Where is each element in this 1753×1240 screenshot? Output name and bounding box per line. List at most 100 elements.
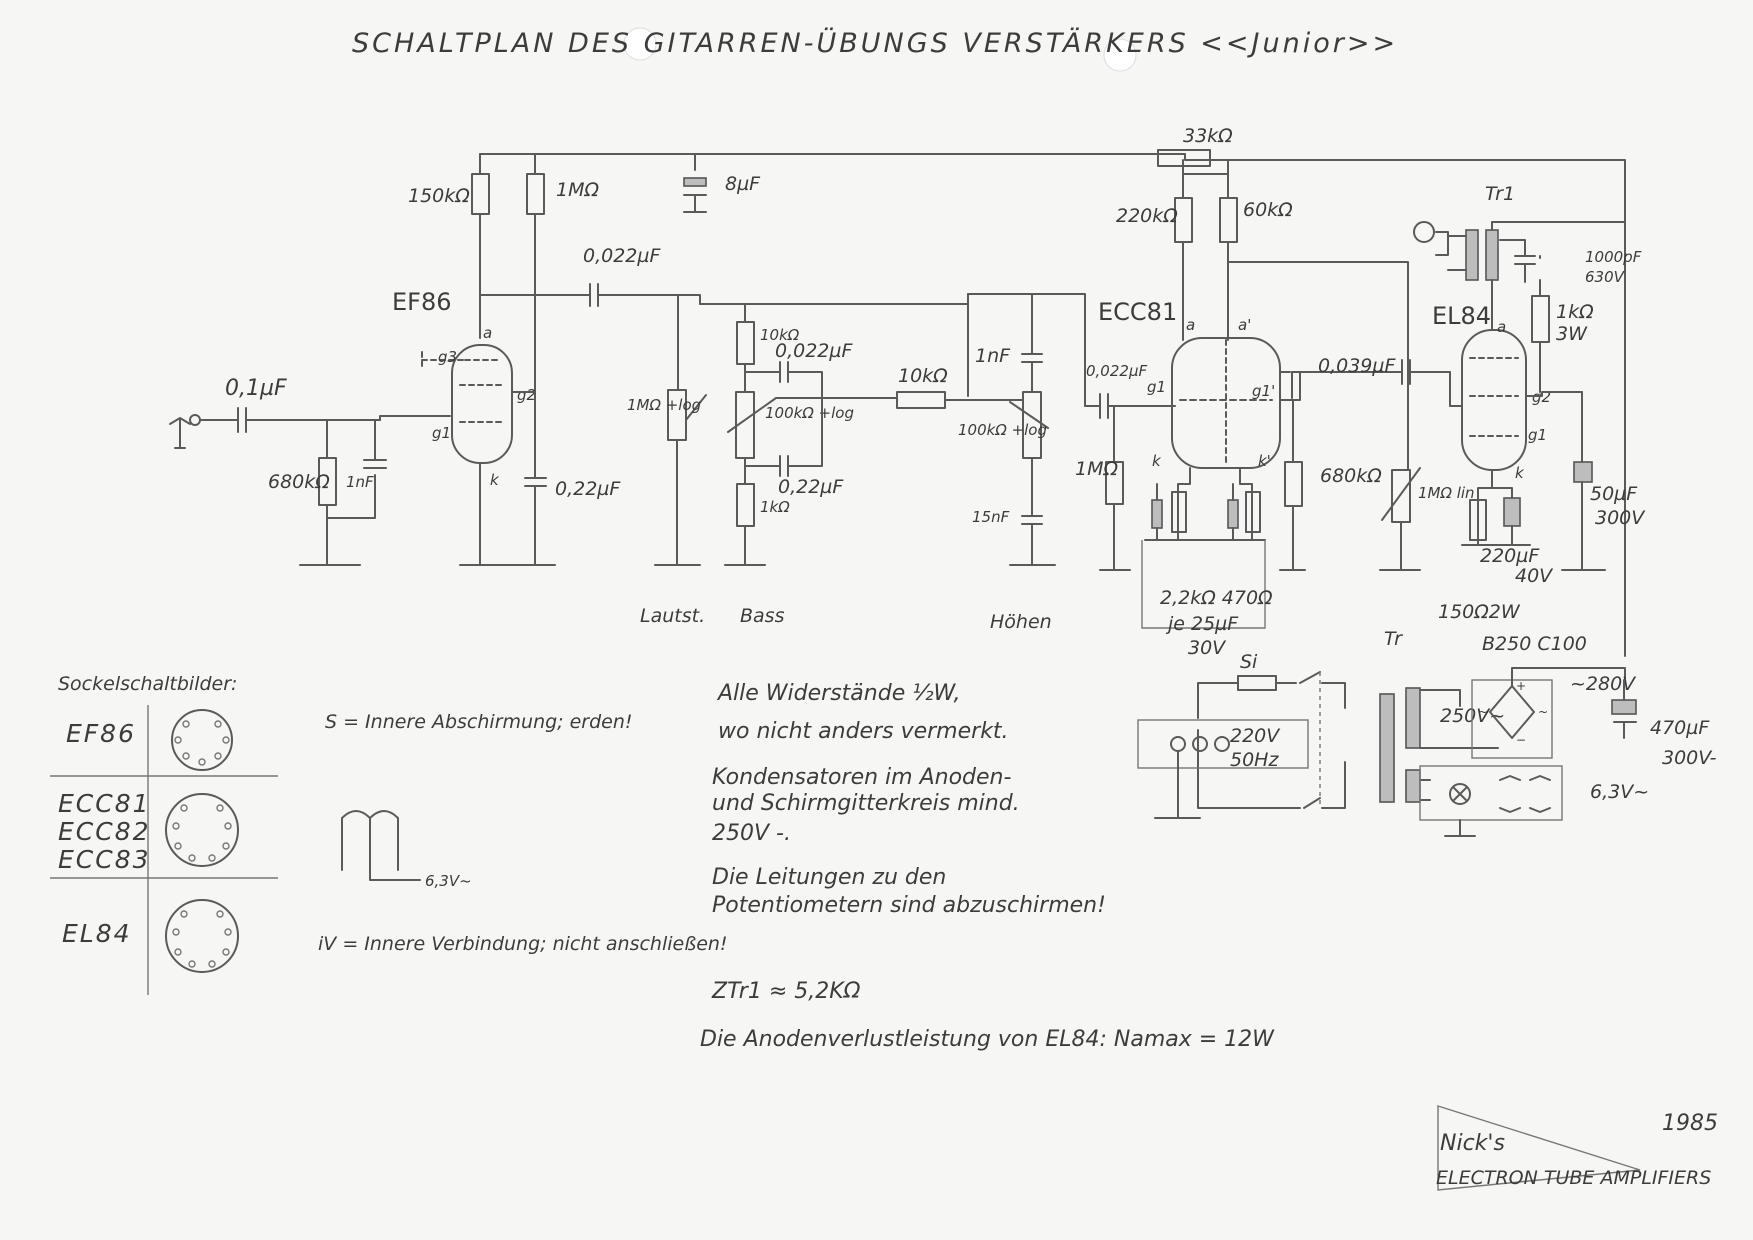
speaker-icon [1413,221,1435,243]
heater-circuit [1419,765,1563,821]
resistor-680k-pi [1284,461,1303,507]
brand-name: Nick's [1440,1131,1505,1156]
label-1000pf: 1000pF [1585,248,1642,266]
label-01uf: 0,1µF [225,376,287,401]
label-300v-a: 300V [1595,507,1646,529]
capacitor-8uf [683,177,707,187]
label-0022-coupling: 0,022µF [583,245,661,267]
label-630v: 630V [1585,268,1626,286]
ef86-label: EF86 [392,288,452,316]
ecc81-a: a [1186,316,1195,334]
label-tr: Tr [1384,628,1403,650]
capacitor-1000p [1499,239,1536,283]
label-1nf: 1nF [346,473,374,491]
capacitor-25u-a [1151,499,1163,529]
tube-ef86 [451,344,513,464]
tube-ecc81 [1171,337,1281,469]
ef86-a: a [483,324,492,342]
s-note: S = Innere Abschirmung; erden! [325,711,633,733]
svg-text:+: + [1516,679,1526,693]
note-line7: Potentiometern sind abzuschirmen! [712,893,1106,918]
socket-ef86: EF86 [66,719,136,748]
label-280v: ~280V [1570,673,1637,695]
capacitor-25u-b [1227,499,1239,529]
el84-k: k [1515,464,1525,482]
label-220u: 220µF [1480,545,1540,567]
fuse-si [1237,675,1277,691]
label-lautst-pot: 1MΩ +log [627,396,701,414]
label-b250c100: B250 C100 [1482,633,1587,655]
label-je25: je 25µF [1165,613,1239,635]
socket-diagram-el84 [165,899,239,973]
capacitor-470u [1611,699,1637,715]
b-plus-rail [479,153,1626,657]
tube-el84 [1461,329,1527,471]
label-15nf: 15nF [972,508,1010,526]
capacitor-220u [1503,497,1521,527]
punch-hole-left [623,27,657,61]
label-30v: 30V [1188,637,1227,659]
label-1nf-treble: 1nF [975,345,1011,367]
ef86-k: k [490,471,500,489]
label-150-2w: 150Ω2W [1438,601,1521,623]
label-680k-pi: 680kΩ [1320,465,1382,487]
label-150k: 150kΩ [408,185,470,207]
ef86-g1: g1 [432,424,451,442]
socket-ecc81: ECC81 [58,789,151,818]
label-1m-grid: 1MΩ [1075,458,1118,480]
label-0022-bass: 0,022µF [775,340,853,362]
label-022-screen: 0,22µF [555,478,621,500]
resistor-60k [1219,197,1238,243]
socket-diagram-ef86 [171,709,233,771]
note-pmax: Die Anodenverlustleistung von EL84: Nama… [700,1027,1275,1052]
el84-label: EL84 [1432,302,1491,330]
socket-el84: EL84 [62,919,132,948]
label-50u: 50µF [1590,483,1638,505]
resistor-22k-cathode [1171,491,1187,533]
svg-text:~: ~ [1478,705,1488,719]
label-220k: 220kΩ [1116,205,1178,227]
power-transformer [1379,693,1395,803]
note-line6: Die Leitungen zu den [712,865,946,890]
label-pot-hoehen: 100kΩ +log [958,421,1047,439]
ecc81-label: ECC81 [1098,298,1177,326]
svg-text:−: − [1516,733,1526,747]
label-60k: 60kΩ [1243,199,1293,221]
brand-triangle [1437,1105,1641,1191]
label-470u: 470µF [1650,717,1710,739]
label-10k-mid: 10kΩ [898,365,948,387]
socket-diagram-ecc8x [165,793,239,867]
title: SCHALTPLAN DES GITARREN-ÜBUNGS VERSTÄRKE… [352,27,1398,59]
label-lautst: Lautst. [640,605,705,627]
note-line5: 250V -. [712,821,791,846]
label-1k-bass: 1kΩ [760,498,790,516]
label-hoehen: Höhen [990,611,1052,633]
pot-1m-lin [1391,469,1411,523]
el84-g1: g1 [1528,426,1547,444]
note-ztr: ZTr1 ≈ 5,2KΩ [711,979,861,1004]
label-22k-470: 2,2kΩ 470Ω [1160,587,1273,609]
label-0039: 0,039µF [1318,355,1396,377]
mains-plug [1137,719,1309,769]
label-33k: 33kΩ [1183,125,1233,147]
label-bass: Bass [740,605,785,627]
ef86-g3: g3 [438,348,457,366]
label-1m-top: 1MΩ [556,179,599,201]
resistor-1m-screen [526,173,545,215]
note-line1: Alle Widerstände ½W, [716,681,961,706]
punch-hole-right [1103,38,1137,72]
socket-ecc83: ECC83 [58,845,151,874]
label-0022-ecc: 0,022µF [1086,362,1147,380]
resistor-680k-input [318,457,337,506]
resistor-10k-bass [736,321,755,365]
resistor-470-cathode [1245,491,1261,533]
note-line3: Kondensatoren im Anoden- [712,765,1011,790]
label-6v3: 6,3V~ [1590,781,1649,803]
pilot-lamp-icon [1449,783,1471,805]
label-3w: 3W [1556,323,1588,345]
iv-note: iV = Innere Verbindung; nicht anschließe… [318,933,728,955]
resistor-150k [471,173,490,215]
ecc81-k2: k' [1258,452,1271,470]
